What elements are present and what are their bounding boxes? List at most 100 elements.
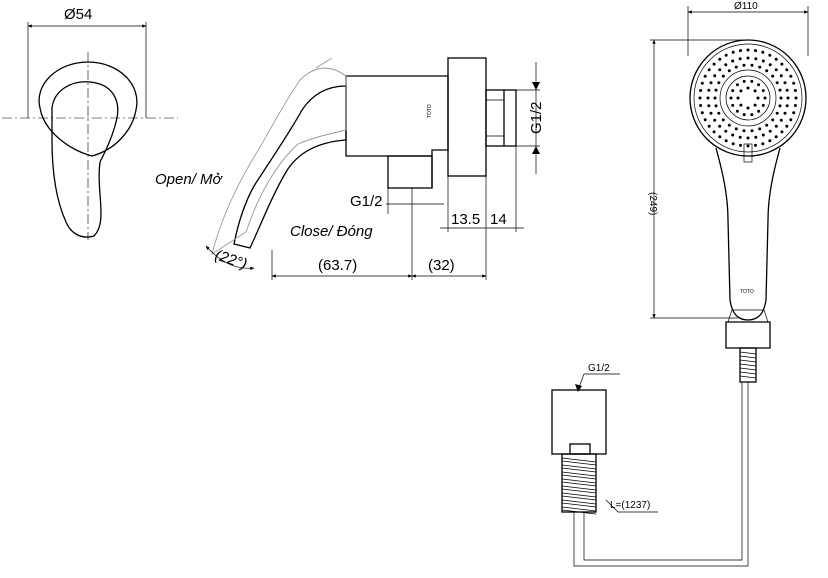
- nozzle: [712, 130, 716, 134]
- nozzle: [742, 63, 746, 67]
- plate-dimension-label: 13.5: [451, 211, 480, 228]
- nozzle: [783, 111, 787, 115]
- hose-rib: [561, 464, 597, 473]
- inlet-nut: [485, 89, 517, 147]
- nozzle: [713, 96, 717, 100]
- close-label: Close/ Đóng: [290, 223, 373, 240]
- nozzle: [739, 89, 743, 93]
- nozzle: [765, 123, 769, 127]
- connector-rib: [739, 359, 757, 363]
- nozzle: [789, 118, 793, 122]
- open-label: Open/ Mở: [155, 171, 224, 188]
- nozzle: [753, 103, 757, 107]
- nozzle: [789, 74, 793, 78]
- nozzle-pattern: [698, 48, 798, 148]
- nozzle: [761, 133, 765, 137]
- nozzle: [746, 136, 750, 140]
- nozzle: [780, 130, 784, 134]
- nozzle: [792, 111, 796, 115]
- nozzle: [750, 113, 754, 117]
- front-diameter-label: Ø54: [64, 6, 92, 23]
- nozzle: [738, 135, 742, 139]
- nozzle: [703, 118, 707, 122]
- nozzle: [724, 129, 728, 133]
- nozzle: [793, 89, 797, 92]
- nozzle: [724, 63, 728, 67]
- nozzle: [731, 89, 735, 93]
- connector-rib: [739, 371, 757, 375]
- inlet-thread-label: G1/2: [528, 101, 545, 134]
- nozzle: [724, 139, 728, 143]
- nozzle: [731, 133, 735, 137]
- angle-label: (22°): [213, 247, 249, 273]
- nozzle: [699, 89, 703, 92]
- hose-rib: [561, 471, 597, 480]
- nozzle: [774, 68, 778, 72]
- outlet-spout: [387, 155, 433, 189]
- connector-rib: [739, 363, 757, 367]
- open-handle-outline: [211, 67, 347, 255]
- nozzle: [734, 65, 738, 69]
- nozzle: [714, 104, 718, 108]
- nozzle: [735, 83, 739, 87]
- hose-rib: [561, 492, 597, 501]
- nozzle: [753, 89, 757, 93]
- nozzle: [754, 49, 757, 53]
- nozzle: [794, 96, 798, 100]
- nozzle: [699, 104, 703, 107]
- nozzle: [761, 50, 765, 54]
- nozzle: [739, 103, 743, 107]
- nozzle: [746, 144, 750, 148]
- nozzle: [709, 111, 713, 115]
- nozzle: [721, 118, 725, 122]
- shower-logo: TOTO: [740, 289, 754, 295]
- nozzle: [779, 74, 783, 78]
- nozzle: [771, 74, 775, 78]
- hose-thread-label: G1/2: [588, 363, 610, 374]
- nozzle: [775, 81, 779, 85]
- nozzle: [713, 118, 717, 122]
- nozzle: [750, 79, 754, 83]
- lever-handle: [51, 81, 119, 238]
- nozzle: [703, 74, 707, 78]
- nozzle: [761, 89, 765, 93]
- nozzle: [718, 124, 722, 128]
- nozzle: [775, 111, 779, 115]
- nozzle: [757, 83, 761, 87]
- connector-rib: [739, 367, 757, 371]
- hose-assembly: G1/2 L=(1237): [551, 363, 749, 567]
- nozzle: [698, 96, 702, 100]
- connector-rib: [739, 351, 757, 355]
- hose-line-inner: [583, 382, 743, 561]
- nozzle: [727, 69, 731, 73]
- nozzle: [738, 57, 742, 61]
- nozzle: [729, 96, 733, 100]
- nozzle: [713, 74, 717, 78]
- nozzle: [746, 106, 750, 110]
- nozzle: [783, 81, 787, 85]
- escutcheon-plate: [38, 61, 138, 157]
- nozzle: [714, 88, 718, 92]
- nozzle: [761, 59, 765, 63]
- connector-rib: [739, 375, 757, 379]
- wall-holder: [725, 321, 771, 349]
- nozzle: [742, 113, 746, 117]
- hand-shower: Ø110 (249) TOTO: [647, 1, 809, 383]
- nozzle: [771, 118, 775, 122]
- nozzle: [742, 129, 746, 133]
- hose-rib: [561, 506, 597, 515]
- nozzle: [718, 135, 722, 139]
- nozzle: [707, 88, 711, 92]
- nozzle: [780, 62, 784, 66]
- nozzle: [756, 96, 760, 100]
- nozzle: [724, 53, 728, 57]
- hose-length-label: L=(1237): [610, 500, 650, 511]
- nut-dimension-label: 14: [490, 211, 507, 228]
- hose-line-outer: [573, 382, 749, 567]
- nozzle: [778, 104, 782, 108]
- nozzle: [746, 48, 750, 52]
- nozzle: [757, 109, 761, 113]
- nozzle: [731, 103, 735, 107]
- nozzle: [768, 63, 772, 67]
